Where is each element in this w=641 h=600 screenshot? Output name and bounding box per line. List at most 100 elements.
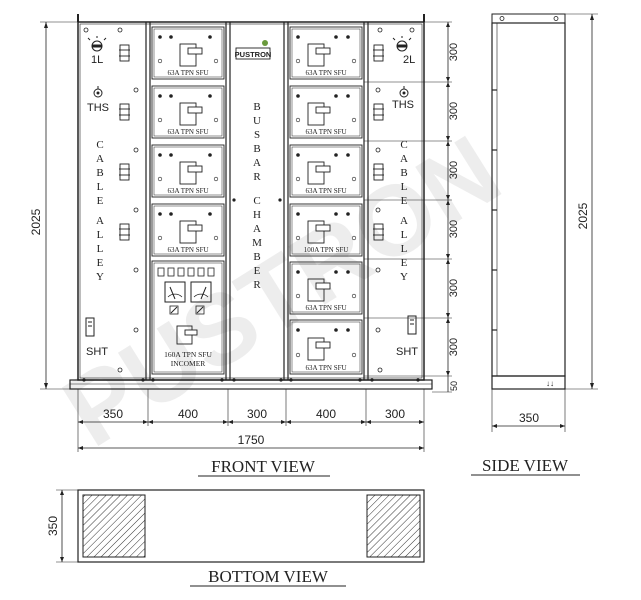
svg-text:E: E: [254, 265, 261, 277]
feeder-module: 63A TPN SFU: [289, 144, 363, 198]
svg-text:B: B: [253, 251, 260, 263]
svg-text:L: L: [401, 243, 408, 255]
svg-text:300: 300: [448, 43, 460, 61]
svg-text:L: L: [401, 229, 408, 241]
ths-label-left: THS: [87, 102, 109, 114]
busbar-title: B U S B A R C H A M B E R: [252, 101, 262, 291]
switch-label-2l: 2L: [403, 54, 415, 66]
width-dimensions: 350 400 300 400 300 1750: [77, 389, 425, 452]
feeder-label: 63A TPN SFU: [305, 304, 346, 312]
right-cable-alley: 2L THS C A B L E A L L E Y: [392, 36, 418, 358]
svg-text:L: L: [401, 181, 408, 193]
bottom-view: 350 BOTTOM VIEW: [46, 489, 425, 587]
svg-text:C: C: [96, 139, 103, 151]
sht-label-right: SHT: [396, 346, 418, 358]
svg-text:S: S: [254, 129, 260, 141]
svg-text:A: A: [96, 215, 104, 227]
svg-text:400: 400: [316, 407, 336, 421]
ths-label-right: THS: [392, 99, 414, 111]
svg-text:E: E: [97, 195, 104, 207]
height-dimension-front: 2025: [29, 21, 78, 390]
feeder-module: 63A TPN SFU: [151, 85, 225, 139]
selector-switch-icon: [87, 36, 107, 52]
svg-text:B: B: [253, 143, 260, 155]
svg-text:300: 300: [448, 102, 460, 120]
selector-switch-icons: [169, 305, 205, 315]
svg-text:M: M: [252, 237, 262, 249]
feeder-label: 100A TPN SFU: [304, 246, 349, 254]
bottom-depth-dimension: 350: [46, 489, 78, 563]
feeder-module: 63A TPN SFU: [151, 26, 225, 80]
svg-text:E: E: [401, 195, 408, 207]
svg-text:E: E: [401, 257, 408, 269]
left-feeder-column: 63A TPN SFU 63A TPN SFU 63A TPN SFU: [151, 26, 225, 375]
bottom-depth-label: 350: [46, 516, 60, 536]
brand-logo: PUSTRON: [235, 50, 272, 59]
side-depth-label: 350: [519, 411, 539, 425]
side-view-title: SIDE VIEW: [482, 456, 569, 475]
feeder-module: 63A TPN SFU: [289, 319, 363, 375]
svg-text:B: B: [96, 167, 103, 179]
side-view: ↓↓ 2025 350 SIDE VIEW: [471, 13, 598, 476]
svg-text:L: L: [97, 243, 104, 255]
svg-text:R: R: [253, 279, 261, 291]
svg-text:300: 300: [247, 407, 267, 421]
height-label-side: 2025: [576, 202, 590, 229]
svg-text:H: H: [253, 209, 261, 221]
indicator-lamp-icons: [119, 44, 384, 241]
feeder-module: 100A TPN SFU: [289, 203, 363, 257]
feeder-module: 63A TPN SFU: [151, 144, 225, 198]
incomer-label: INCOMER: [171, 359, 206, 368]
svg-text:A: A: [253, 157, 261, 169]
svg-text:Y: Y: [400, 271, 408, 283]
svg-text:50: 50: [449, 381, 459, 391]
svg-text:R: R: [253, 171, 261, 183]
svg-text:B: B: [400, 167, 407, 179]
cable-alley-title-right: C A B L E A L L E Y: [400, 139, 408, 283]
feeder-label: 63A TPN SFU: [167, 69, 208, 77]
ths-icon: [399, 86, 409, 98]
cable-alley-title-left: C A B L E A L L E Y: [96, 139, 104, 283]
ammeter-icon: [164, 281, 186, 303]
right-feeder-column: 63A TPN SFU 63A TPN SFU 63A TPN SFU: [289, 26, 363, 375]
feeder-module: 63A TPN SFU: [151, 203, 225, 257]
side-depth-dimension: 350: [491, 389, 566, 432]
svg-text:C: C: [253, 195, 260, 207]
svg-text:↓↓: ↓↓: [546, 379, 554, 388]
module-height-dimensions: 300 300 300 300 300 300 50: [364, 21, 460, 393]
feeder-label: 63A TPN SFU: [305, 69, 346, 77]
svg-text:A: A: [400, 153, 408, 165]
feeder-module: 63A TPN SFU: [289, 261, 363, 315]
svg-text:A: A: [400, 215, 408, 227]
feeder-label: 63A TPN SFU: [305, 364, 346, 372]
svg-text:300: 300: [448, 161, 460, 179]
svg-text:300: 300: [385, 407, 405, 421]
bottom-view-title: BOTTOM VIEW: [208, 567, 329, 586]
svg-text:300: 300: [448, 220, 460, 238]
svg-text:L: L: [97, 181, 104, 193]
svg-text:A: A: [253, 223, 261, 235]
sht-label-left: SHT: [86, 346, 108, 358]
feeder-label: 63A TPN SFU: [167, 187, 208, 195]
svg-text:300: 300: [448, 338, 460, 356]
base-plinth: [69, 379, 433, 390]
incomer-rating: 160A TPN SFU: [164, 350, 212, 359]
svg-text:B: B: [253, 101, 260, 113]
cable-entry-right: [366, 494, 421, 558]
sht-icon: [85, 317, 95, 337]
switch-label-1l: 1L: [91, 54, 103, 66]
incomer-module: 160A TPN SFU INCOMER: [151, 260, 225, 375]
svg-text:L: L: [97, 229, 104, 241]
feeder-module: 63A TPN SFU: [289, 85, 363, 139]
feeder-module: 63A TPN SFU: [289, 26, 363, 80]
feeder-label: 63A TPN SFU: [305, 128, 346, 136]
svg-text:350: 350: [103, 407, 123, 421]
selector-switch-icon: [392, 36, 412, 52]
bottom-plan: [77, 489, 425, 563]
voltmeter-icon: [190, 281, 212, 303]
height-label-front: 2025: [29, 208, 43, 235]
cable-entry-left: [82, 494, 146, 558]
left-cable-alley: 1L THS C A B L E A L L E Y: [85, 36, 109, 358]
feeder-label: 63A TPN SFU: [167, 246, 208, 254]
feeder-label: 63A TPN SFU: [305, 187, 346, 195]
